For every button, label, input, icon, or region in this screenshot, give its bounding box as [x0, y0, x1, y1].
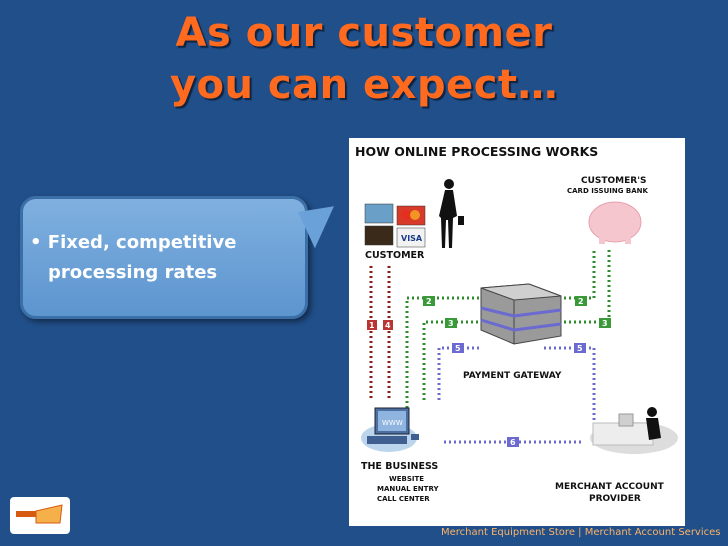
logo-icon	[16, 504, 63, 524]
step-5-label-right: 5	[577, 344, 583, 353]
bullet-line-2: processing rates	[48, 262, 218, 283]
company-logo	[10, 497, 70, 534]
credit-cards-icon: VISA	[364, 203, 426, 248]
bank-label-line1: CUSTOMER'S	[581, 176, 646, 186]
customer-label: CUSTOMER	[365, 250, 425, 261]
processing-diagram-panel: HOW ONLINE PROCESSING WORKS VISA CUSTOME…	[349, 138, 685, 526]
bullet-point: • Fixed, competitive processing rates	[30, 228, 236, 288]
business-label: THE BUSINESS	[361, 461, 438, 472]
business-computer-icon: WWW	[361, 407, 419, 452]
title-line-1: As our customer	[175, 10, 553, 56]
business-sub-website: WEBSITE	[389, 475, 424, 483]
footer-text: Merchant Equipment Store | Merchant Acco…	[441, 527, 721, 538]
step-2-label-left: 2	[426, 297, 432, 306]
callout-bubble	[20, 196, 308, 319]
diagram-heading: HOW ONLINE PROCESSING WORKS	[355, 144, 598, 159]
bullet-line-1: • Fixed, competitive	[30, 232, 237, 253]
business-sub-call-center: CALL CENTER	[377, 495, 430, 503]
gateway-label: PAYMENT GATEWAY	[463, 371, 562, 381]
business-sub-manual-entry: MANUAL ENTRY	[377, 485, 439, 493]
step-4-label-red: 4	[385, 321, 391, 330]
processing-diagram: HOW ONLINE PROCESSING WORKS VISA CUSTOME…	[355, 144, 678, 504]
merchant-provider-desk-icon	[590, 407, 678, 454]
visa-card-text: VISA	[401, 234, 423, 243]
step-3-label-left: 3	[448, 319, 454, 328]
step-6-label: 6	[510, 438, 516, 447]
customer-silhouette-icon	[439, 179, 464, 248]
monitor-text: WWW	[382, 419, 403, 427]
bank-label-line2: CARD ISSUING BANK	[567, 187, 649, 195]
step-3-label-right: 3	[602, 319, 608, 328]
piggy-bank-icon	[588, 201, 642, 244]
provider-label-line1: MERCHANT ACCOUNT	[555, 482, 665, 492]
step-1-label: 1	[369, 321, 375, 330]
title-line-2: you can expect…	[169, 62, 559, 108]
provider-label-line2: PROVIDER	[589, 494, 641, 504]
blue-dotted-path	[437, 346, 596, 444]
step-5-label-left: 5	[455, 344, 461, 353]
step-badges: 1 4 2 2 3 3 5 5 6	[367, 296, 611, 447]
step-2-label-right: 2	[578, 297, 584, 306]
payment-gateway-server-icon	[480, 283, 562, 345]
red-dotted-path	[369, 266, 391, 400]
